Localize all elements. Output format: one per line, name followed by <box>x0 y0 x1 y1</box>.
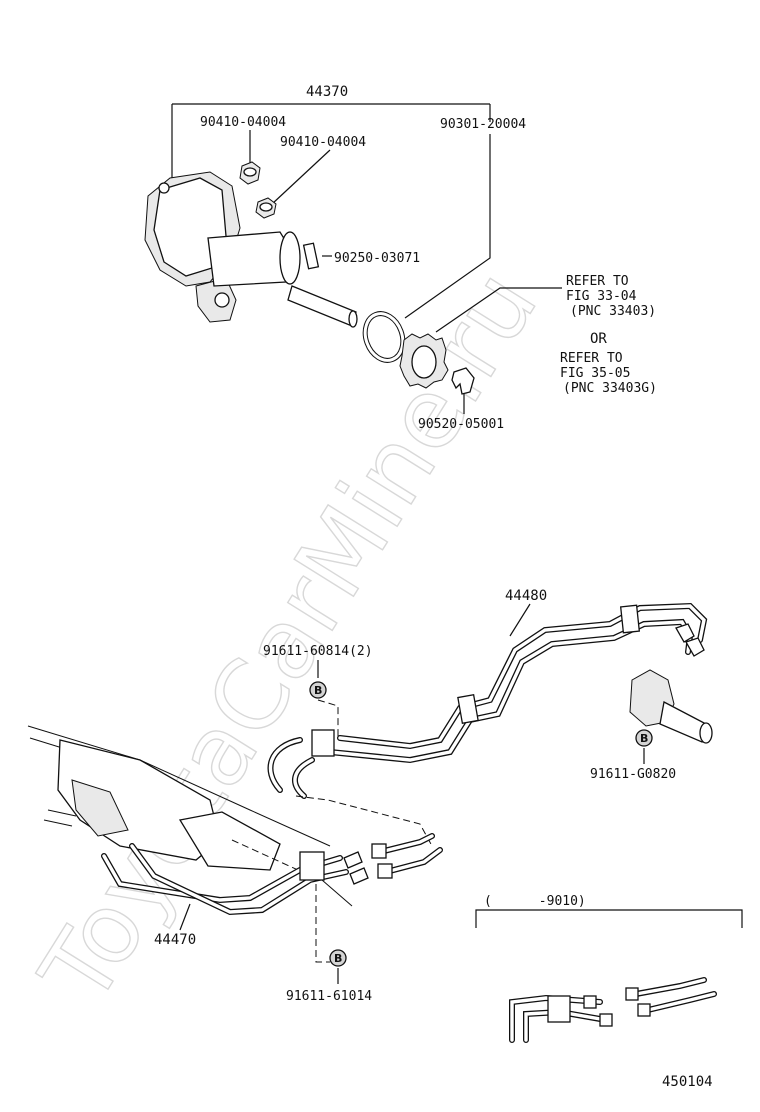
label-90410-04004-b[interactable]: 90410-04004 <box>280 135 366 150</box>
clamp-bolt-1-badge[interactable]: B <box>309 681 327 699</box>
svg-text:B: B <box>334 952 342 965</box>
label-44370[interactable]: 44370 <box>306 84 348 100</box>
pressure-tube-44480-drawing <box>267 602 708 799</box>
label-91611-60814[interactable]: 91611-60814(2) <box>263 644 373 659</box>
inset-tube-drawing <box>509 977 717 1043</box>
clamp-bolt-3-badge[interactable]: B <box>329 949 347 967</box>
power-steering-pump-drawing <box>144 171 358 328</box>
pin-drawing <box>302 242 320 270</box>
refer-note-1-line-3[interactable]: (PNC 33403) <box>570 304 656 319</box>
refer-note-2-line-1[interactable]: REFER TO <box>560 351 623 366</box>
tube-assembly-group: 44480 91611-60814(2) B <box>27 588 743 1043</box>
steering-gear-housing-drawing <box>27 725 331 871</box>
refer-note-1-line-2[interactable]: FIG 33-04 <box>566 289 637 304</box>
label-90520-05001[interactable]: 90520-05001 <box>418 417 504 432</box>
bolt-a-drawing <box>239 161 261 185</box>
label-91611-61014[interactable]: 91611-61014 <box>286 989 372 1004</box>
watermark-text: ToyotaCarMine.ru <box>19 252 559 1023</box>
label-90301-20004[interactable]: 90301-20004 <box>440 117 526 132</box>
label-90250-03071[interactable]: 90250-03071 <box>334 251 420 266</box>
label-91611-G0820[interactable]: 91611-G0820 <box>590 767 676 782</box>
bolt-b-drawing <box>255 197 277 219</box>
refer-note-1-line-1[interactable]: REFER TO <box>566 274 629 289</box>
label-44470[interactable]: 44470 <box>154 932 196 948</box>
label-90410-04004-a[interactable]: 90410-04004 <box>200 115 286 130</box>
clamp-bolt-2-badge[interactable]: B <box>635 729 653 747</box>
clip-drawing <box>451 367 475 395</box>
or-text: OR <box>590 331 607 347</box>
gear-drawing <box>399 333 449 389</box>
o-ring-drawing <box>362 311 406 363</box>
svg-text:B: B <box>640 732 648 745</box>
pump-assembly-group: 44370 90410-04004 90410-04004 90301-2000… <box>144 84 657 432</box>
svg-text:B: B <box>314 684 322 697</box>
return-tube-44470-drawing <box>101 833 443 916</box>
refer-note-2-line-2[interactable]: FIG 35-05 <box>560 366 630 381</box>
label-44480[interactable]: 44480 <box>505 588 547 604</box>
inset-9010: ( -9010) <box>475 894 743 1043</box>
inset-range-label[interactable]: ( -9010) <box>484 894 586 909</box>
refer-note-2-line-3[interactable]: (PNC 33403G) <box>563 381 657 396</box>
diagram-id: 450104 <box>662 1074 713 1090</box>
pump-small-drawing <box>629 669 713 744</box>
